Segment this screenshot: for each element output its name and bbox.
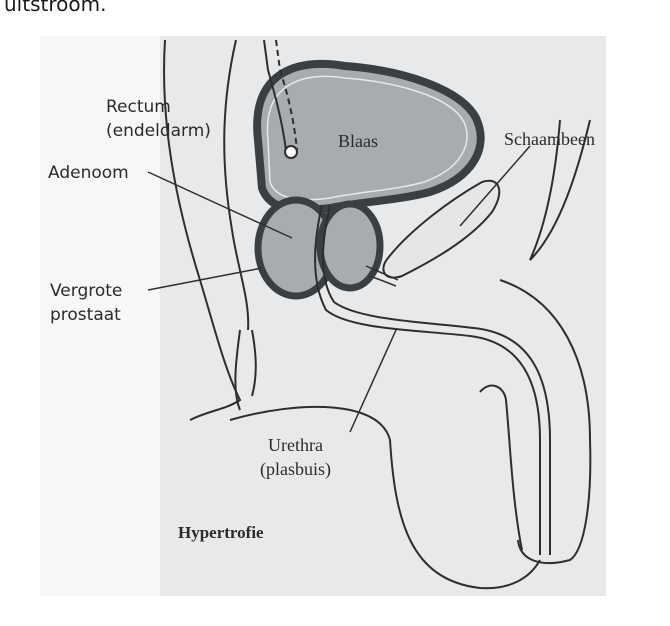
leader-prostaat: [148, 268, 262, 290]
label-adenoma: Adenoom: [48, 162, 129, 184]
tube-end: [285, 146, 297, 158]
rectum-inner-outline: [224, 40, 248, 330]
prostate-right-lobe: [320, 204, 380, 288]
label-urethra-sub: (plasbuis): [260, 458, 331, 480]
label-enlarged-prostate-sub: prostaat: [50, 304, 121, 326]
penis-inner-outline: [480, 386, 522, 550]
label-condition: Hypertrofie: [178, 522, 264, 544]
label-urethra: Urethra: [268, 434, 323, 456]
rectum-outline: [164, 40, 240, 420]
label-bladder: Blaas: [338, 130, 378, 152]
label-pubic-bone: Schaambeen: [504, 128, 595, 150]
penis-outline: [500, 280, 590, 563]
leader-urethra: [350, 330, 396, 432]
label-enlarged-prostate: Vergrote: [50, 280, 122, 302]
label-rectum-sub: (endeldarm): [106, 120, 211, 142]
label-rectum: Rectum: [106, 96, 171, 118]
